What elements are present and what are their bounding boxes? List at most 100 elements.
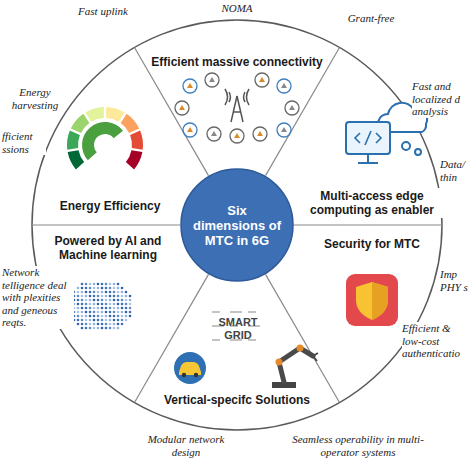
brain-dot xyxy=(117,291,120,294)
device-glyph xyxy=(187,83,193,88)
device-icon xyxy=(183,123,197,137)
brain-dot xyxy=(77,291,80,294)
brain-dot xyxy=(117,327,120,330)
brain-dot xyxy=(121,287,124,290)
antenna-icon xyxy=(225,89,249,122)
brain-dot xyxy=(109,315,112,318)
brain-dot xyxy=(93,287,96,290)
brain-dot xyxy=(121,315,124,318)
brain-dot xyxy=(77,323,80,326)
brain-dot xyxy=(101,287,104,290)
dimension-heading: Powered by AI and Machine learning xyxy=(38,233,178,263)
gauge-segment xyxy=(106,107,125,122)
brain-dot xyxy=(97,319,100,322)
device-icon xyxy=(253,127,267,141)
brain-dot xyxy=(97,323,100,326)
brain-dot xyxy=(97,303,100,306)
brain-dot xyxy=(101,295,104,298)
brain-dot xyxy=(93,319,96,322)
brain-dot xyxy=(77,303,80,306)
feature-note: Grant-free xyxy=(336,12,406,25)
brain-dot xyxy=(93,291,96,294)
brain-dot xyxy=(105,295,108,298)
device-glyph xyxy=(211,131,217,136)
brain-dot xyxy=(81,319,84,322)
brain-dot xyxy=(125,299,128,302)
brain-dot xyxy=(97,295,100,298)
brain-dot xyxy=(85,315,88,318)
gauge-inner-arc xyxy=(82,122,123,160)
brain-dot xyxy=(77,319,80,322)
sector-heading: Multi-access edge computing as enabler xyxy=(297,188,447,218)
brain-dot xyxy=(101,303,104,306)
brain-dot xyxy=(85,311,88,314)
brain-dot xyxy=(97,311,100,314)
brain-dot xyxy=(113,319,116,322)
brain-dot xyxy=(113,323,116,326)
brain-dot xyxy=(85,283,88,286)
brain-dot xyxy=(85,319,88,322)
device-icon xyxy=(285,101,299,115)
brain-dot xyxy=(77,287,80,290)
word-cloud-text: SMART GRID xyxy=(208,316,268,341)
brain-dot xyxy=(125,307,128,310)
brain-dot xyxy=(129,311,132,314)
feature-note: Network telligence deal with plexities a… xyxy=(2,266,74,329)
gauge-segment xyxy=(71,114,90,133)
brain-dot xyxy=(93,283,96,286)
brain-dot xyxy=(97,327,100,330)
brain-dot xyxy=(109,327,112,330)
brain-dot xyxy=(89,319,92,322)
device-glyph xyxy=(257,131,263,136)
brain-dot xyxy=(101,299,104,302)
device-glyph xyxy=(209,77,215,82)
brain-dot xyxy=(97,315,100,318)
brain-dot xyxy=(117,307,120,310)
brain-dot xyxy=(101,315,104,318)
brain-dot xyxy=(109,319,112,322)
brain-dot xyxy=(125,303,128,306)
device-icon xyxy=(175,101,189,115)
brain-dot xyxy=(93,303,96,306)
brain-dot xyxy=(89,295,92,298)
sector-heading: Energy Efficiency xyxy=(50,198,170,214)
center-circle: Six dimensions of MTC in 6G xyxy=(180,168,294,282)
brain-dot xyxy=(89,315,92,318)
ai-brain-icon xyxy=(69,283,132,330)
brain-dot xyxy=(117,303,120,306)
brain-dot xyxy=(105,291,108,294)
brain-dot xyxy=(89,287,92,290)
brain-dot xyxy=(101,323,104,326)
feature-note: fficient ssions xyxy=(2,130,46,155)
brain-dot xyxy=(109,299,112,302)
brain-dot xyxy=(105,315,108,318)
brain-dot xyxy=(117,319,120,322)
sector-heading: Vertical-specifc Solutions xyxy=(142,392,332,408)
brain-dot xyxy=(85,291,88,294)
gauge-segment xyxy=(85,107,104,122)
device-glyph xyxy=(289,105,295,110)
brain-dot xyxy=(85,287,88,290)
brain-dot xyxy=(113,303,116,306)
brain-dot xyxy=(81,327,84,330)
feature-note: Modular network design xyxy=(140,433,232,458)
brain-dot xyxy=(81,323,84,326)
device-icon xyxy=(205,73,219,87)
brain-dot xyxy=(113,307,116,310)
gauge-segment xyxy=(68,150,84,169)
device-icon xyxy=(255,73,269,87)
brain-dot xyxy=(89,291,92,294)
device-icon xyxy=(183,79,197,93)
brain-dot xyxy=(129,315,132,318)
brain-dot xyxy=(113,311,116,314)
sector-dividers xyxy=(32,48,442,403)
brain-dot xyxy=(93,323,96,326)
brain-dot xyxy=(105,287,108,290)
brain-dot xyxy=(105,299,108,302)
dimension-heading: Vertical-specifc Solutions xyxy=(161,392,313,408)
dimension-heading: Efficient massive connectivity xyxy=(148,54,325,70)
gauge-segment xyxy=(67,131,80,150)
brain-dot xyxy=(105,319,108,322)
brain-dot xyxy=(113,315,116,318)
brain-dot xyxy=(117,295,120,298)
